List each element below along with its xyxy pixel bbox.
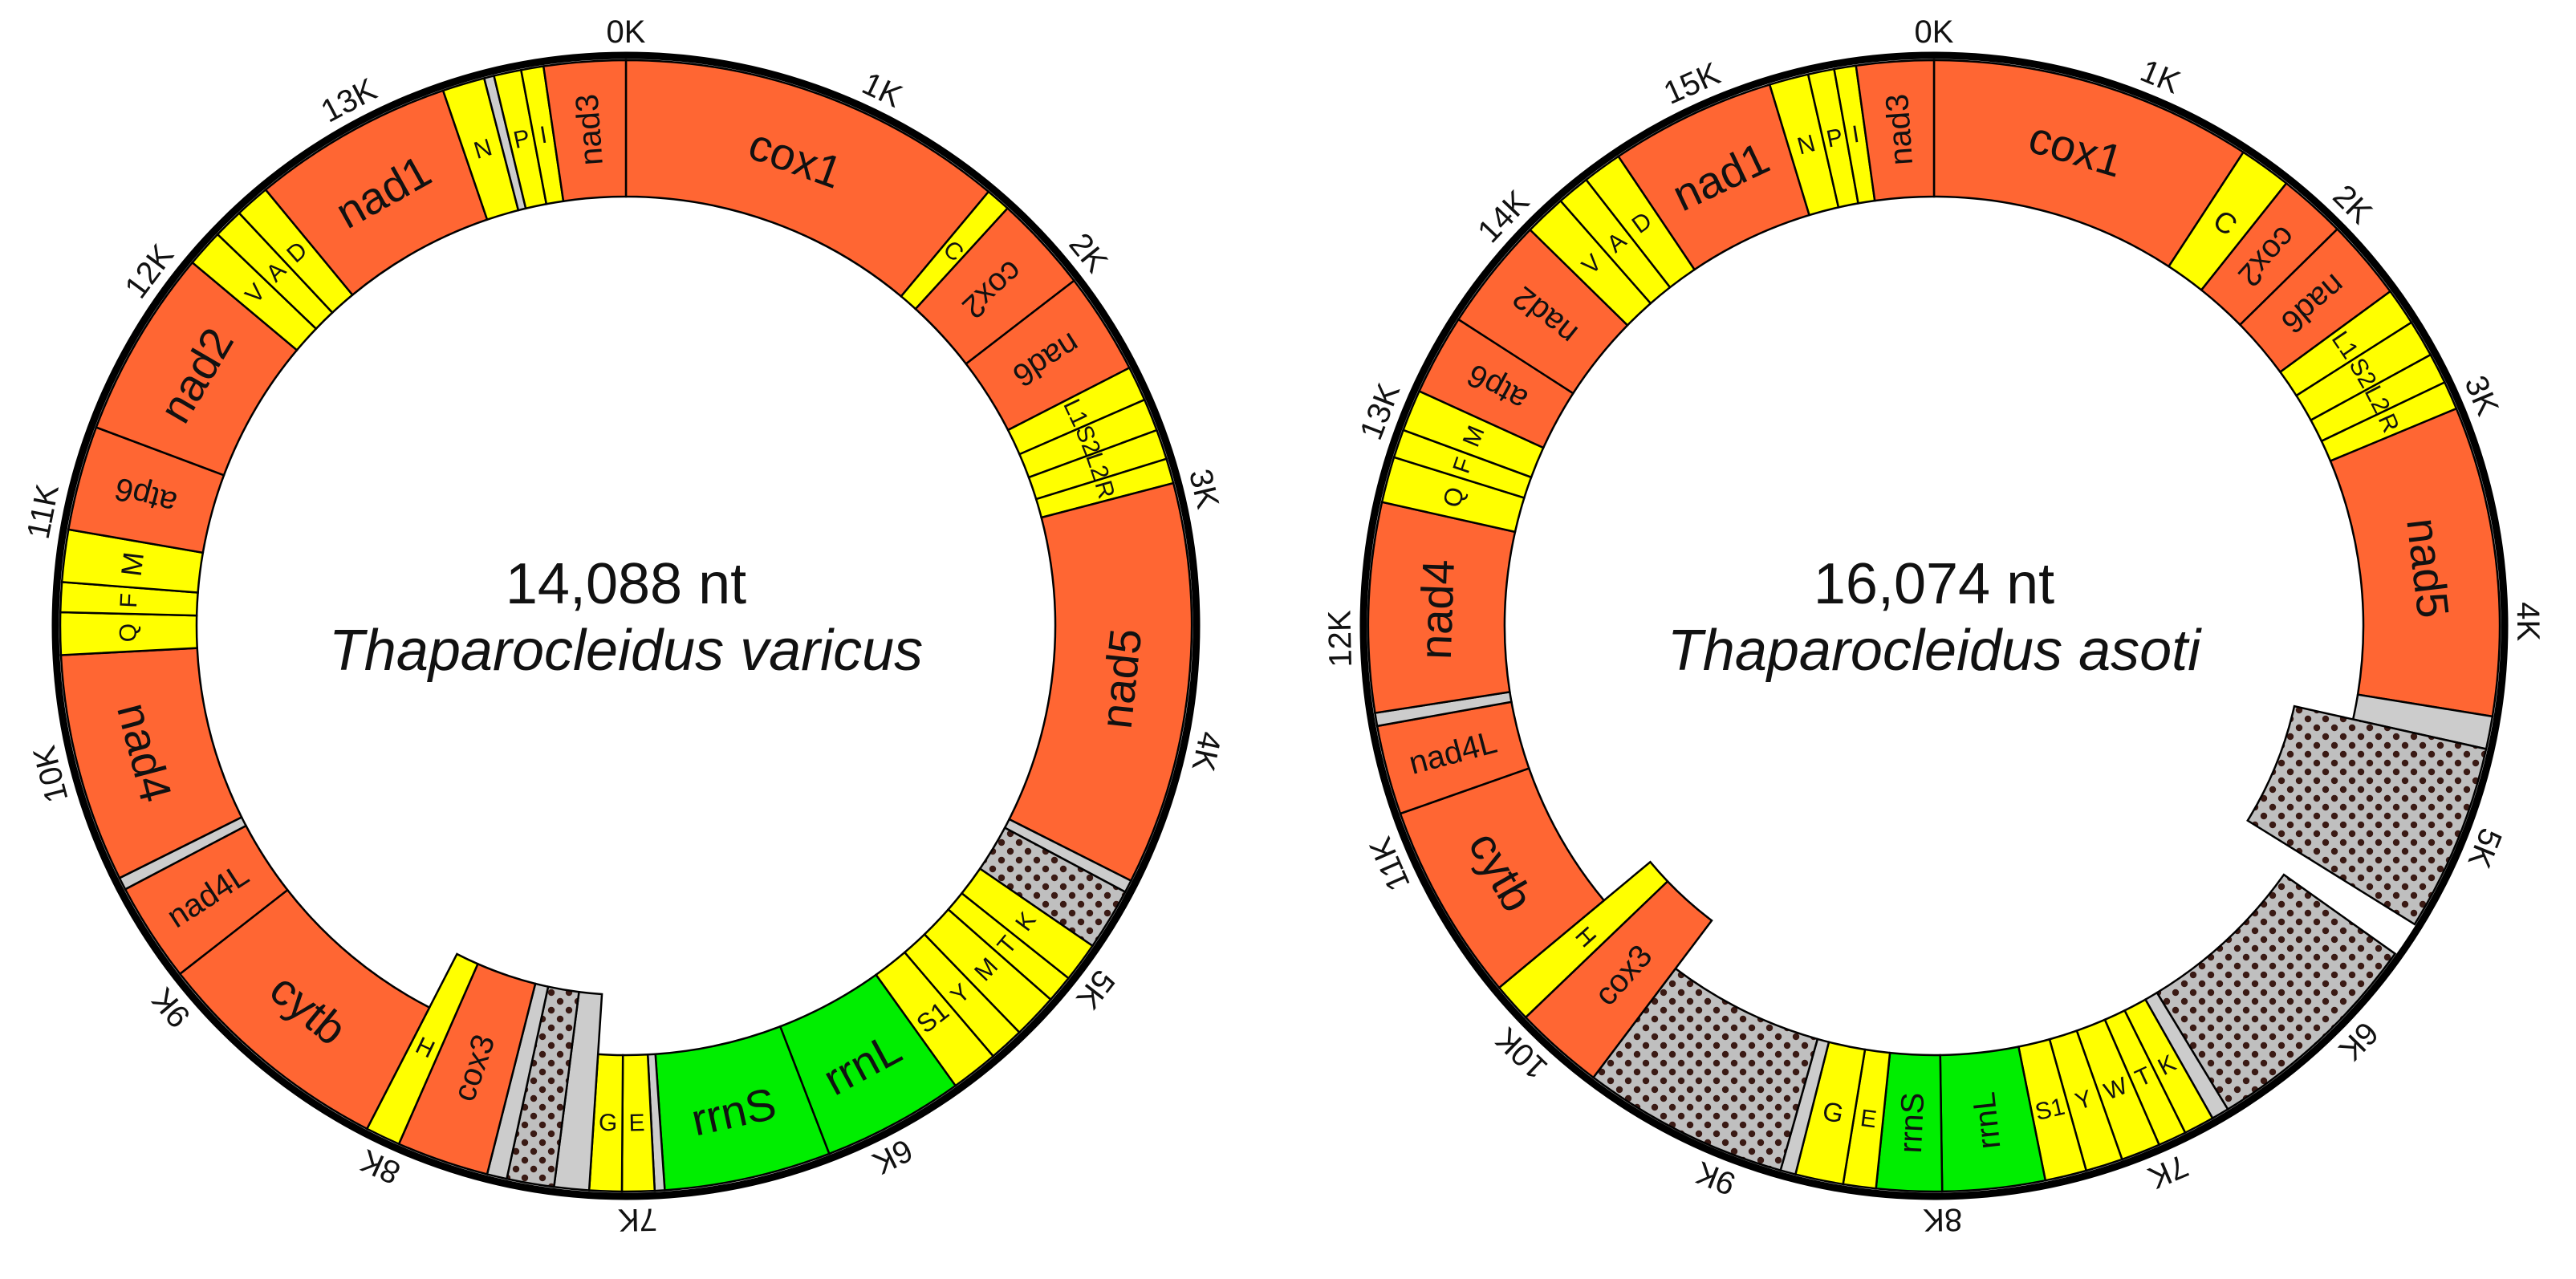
segment-label-q: Q: [115, 623, 141, 643]
tick-label: 0K: [607, 14, 646, 50]
segment-label-nad5: nad5: [1091, 626, 1152, 731]
tick-label: 4K: [2510, 602, 2546, 642]
gene-segments: cox1Ccox2nad6L1S2L2Rnad5KTMYS1rrnLrrnSEG…: [51, 51, 1201, 1200]
species-name: Thaparocleidus asoti: [1668, 619, 2202, 683]
map-thaparocleidus-varicus: cox1Ccox2nad6L1S2L2Rnad5KTMYS1rrnLrrnSEG…: [21, 14, 1228, 1237]
genome-size-label: 16,074 nt: [1814, 552, 2054, 616]
segment-label-e: E: [628, 1110, 645, 1136]
segment-label-nad3: nad3: [1879, 93, 1920, 167]
segment-label-g: G: [598, 1110, 618, 1137]
segment-nad3: [1855, 59, 1936, 202]
segment-label-e: E: [1859, 1105, 1878, 1133]
outer-ring: [1359, 51, 2509, 1200]
segment-label-f: F: [116, 592, 143, 608]
outer-ring: [51, 51, 1201, 1200]
tick-label: 0K: [1915, 14, 1954, 50]
segment-label-nad3: nad3: [569, 93, 609, 167]
species-name: Thaparocleidus varicus: [329, 619, 923, 683]
segment-noncoding-dotted: [2246, 704, 2488, 926]
genome-size-label: 14,088 nt: [506, 552, 746, 616]
segment-nad3: [542, 59, 628, 203]
segment-label-rrns: rrnS: [1893, 1092, 1931, 1154]
tick-label: 7K: [617, 1201, 657, 1237]
tick-label: 12K: [1322, 610, 1359, 668]
segment-label-rrnl: rrnL: [1966, 1090, 2007, 1151]
segment-label-nad4: nad4: [1410, 558, 1464, 660]
tick-label: 11K: [21, 481, 66, 542]
segment-h: [365, 952, 480, 1146]
tick-label: 4K: [1185, 729, 1228, 774]
segment-label-nad5: nad5: [2397, 515, 2459, 620]
tick-label: 8K: [1923, 1202, 1963, 1238]
map-thaparocleidus-asoti: cox1Ccox2nad6L1S2L2Rnad5KTWYS1rrnLrrnSEG…: [1322, 14, 2546, 1237]
gene-segments: cox1Ccox2nad6L1S2L2Rnad5KTWYS1rrnLrrnSEG…: [1359, 51, 2509, 1200]
segment-h: [1497, 860, 1669, 1019]
tick-label: 3K: [1182, 465, 1225, 512]
segment-label-m: M: [115, 550, 150, 579]
